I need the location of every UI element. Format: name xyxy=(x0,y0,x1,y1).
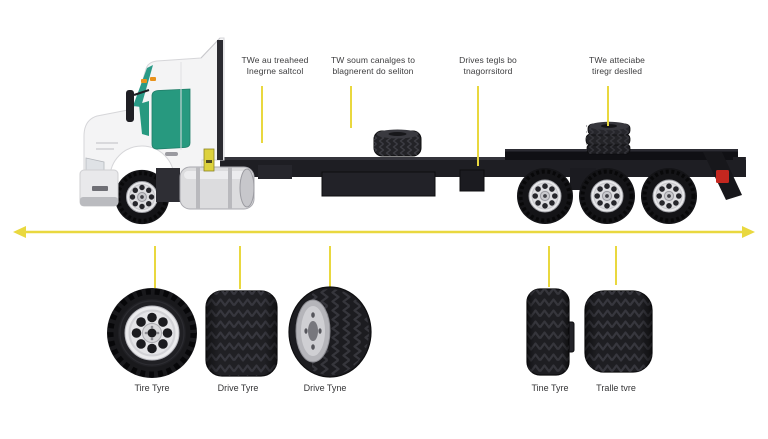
front-bumper xyxy=(79,169,119,207)
fuel-tank xyxy=(179,166,255,210)
callout-label-4-line2: tiregr deslled xyxy=(591,66,643,77)
truck-chassis xyxy=(220,149,746,200)
tyre-label-1: Tire Tyre xyxy=(134,383,170,393)
side-mirror xyxy=(126,90,134,122)
roof-marker-light xyxy=(141,79,147,83)
tyre-label-3: Drive Tyne xyxy=(303,383,347,393)
taillight xyxy=(716,170,729,183)
yellow-bracket xyxy=(203,148,215,172)
callout-label-2-line1: TW soum canalges to xyxy=(330,55,416,65)
stacked-spare-tyres xyxy=(585,121,631,155)
callout-label-4-line1: TWe atteciabe xyxy=(589,55,645,65)
callout-lines-top xyxy=(261,86,609,166)
callout-lines-bottom xyxy=(154,246,617,289)
rear-axle-wheels xyxy=(515,166,699,226)
tyre-narrow-side-view xyxy=(526,288,575,376)
callout-label-1-line2: Inegrne saltcol xyxy=(246,66,304,77)
callout-label-3-line1: Drives tegls bo xyxy=(459,55,517,65)
callout-label-3-line2: tnagorrsitord xyxy=(463,66,513,77)
tyre-label-5: Tralle tvre xyxy=(596,383,636,393)
truck-cab xyxy=(83,37,225,179)
tyre-label-4: Tine Tyre xyxy=(531,383,569,393)
callout-label-3: Drives tegls bo tnagorrsitord xyxy=(459,55,517,77)
vent-window xyxy=(139,101,149,136)
cab-step-box xyxy=(156,168,180,202)
callout-label-4: TWe atteciabe tiregr deslled xyxy=(589,55,645,77)
windshield xyxy=(133,65,153,107)
tyre-angled-view xyxy=(288,286,372,378)
roof-marker-light xyxy=(150,77,156,81)
tyre-wide-tread-view xyxy=(584,290,653,373)
door-handle xyxy=(165,152,178,156)
callout-label-1-line1: TWe au treaheed xyxy=(241,55,309,65)
callout-label-2-line2: blagnerent do seliton xyxy=(332,66,414,77)
callout-label-1: TWe au treaheed Inegrne saltcol xyxy=(241,55,308,77)
tyre-front-view xyxy=(107,288,197,378)
tyre-tread-view xyxy=(205,290,278,377)
callout-label-2: TW soum canalges to blagnerent do selito… xyxy=(331,55,415,77)
dimension-arrow-line xyxy=(13,226,755,238)
door-window xyxy=(151,88,191,150)
chassis-spare-tyre xyxy=(373,129,422,157)
truck-illustration xyxy=(79,37,746,227)
arrowhead-left xyxy=(13,226,26,238)
tyre-label-2: Drive Tyre xyxy=(217,383,259,393)
arrowhead-right xyxy=(742,226,755,238)
